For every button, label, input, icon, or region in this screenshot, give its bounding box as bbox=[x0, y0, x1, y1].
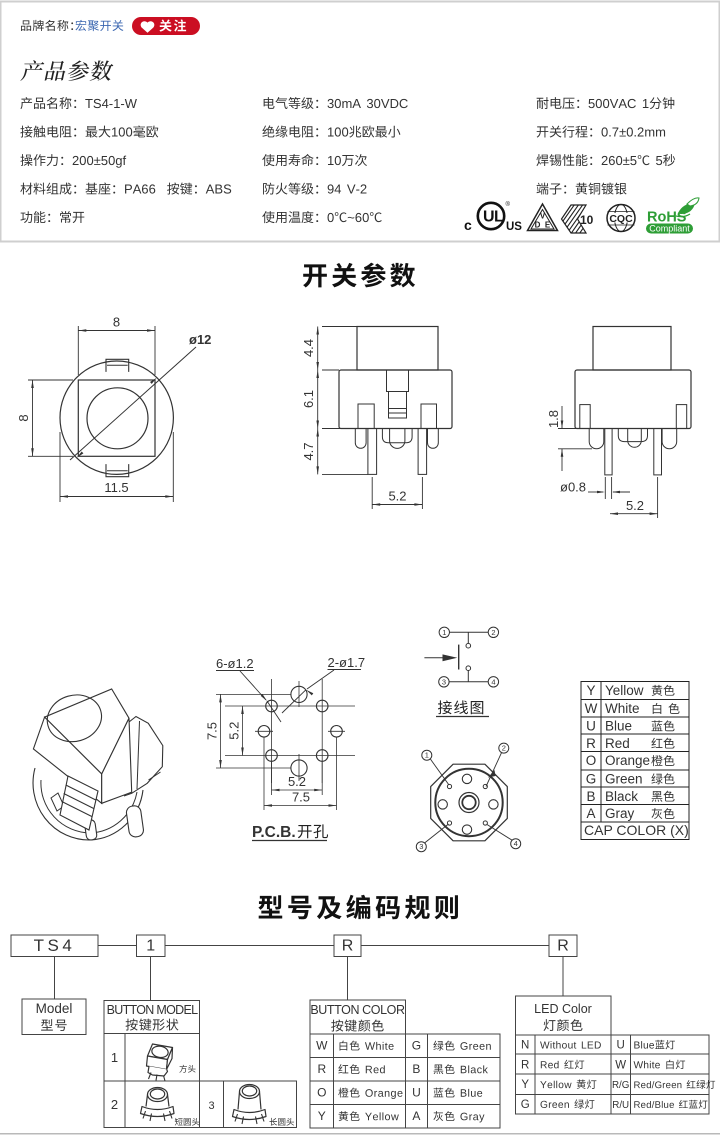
svg-text:8: 8 bbox=[113, 315, 120, 330]
svg-text:5.2: 5.2 bbox=[388, 489, 406, 504]
svg-text:Blue: Blue bbox=[605, 719, 632, 734]
svg-text:ø12: ø12 bbox=[189, 332, 211, 347]
svg-text:B: B bbox=[412, 1062, 420, 1076]
svg-text:Red: Red bbox=[605, 736, 630, 751]
svg-text:4: 4 bbox=[514, 839, 518, 848]
svg-text:White: White bbox=[605, 701, 640, 716]
svg-text:G: G bbox=[521, 1099, 530, 1111]
svg-text:O: O bbox=[317, 1086, 326, 1100]
svg-text:N: N bbox=[521, 1040, 529, 1052]
svg-text:Y: Y bbox=[521, 1079, 529, 1091]
svg-text:Green: Green bbox=[605, 771, 643, 786]
svg-text:10: 10 bbox=[580, 213, 594, 227]
svg-text:2-ø1.7: 2-ø1.7 bbox=[328, 655, 366, 670]
svg-text:Model: Model bbox=[36, 1001, 73, 1016]
svg-text:V: V bbox=[540, 212, 546, 221]
svg-text:RoHS: RoHS bbox=[647, 210, 687, 226]
svg-text:Gray: Gray bbox=[605, 806, 635, 821]
svg-text:TS4: TS4 bbox=[34, 936, 76, 955]
svg-text:D: D bbox=[535, 221, 541, 230]
svg-text:Y: Y bbox=[318, 1109, 326, 1123]
svg-text:R: R bbox=[557, 938, 569, 955]
svg-text:1: 1 bbox=[146, 938, 155, 955]
svg-text:5.2: 5.2 bbox=[288, 774, 306, 789]
svg-text:1: 1 bbox=[442, 628, 446, 637]
svg-text:UL: UL bbox=[483, 209, 504, 226]
svg-text:1: 1 bbox=[425, 751, 429, 760]
svg-text:U: U bbox=[412, 1086, 421, 1100]
svg-text:B: B bbox=[586, 789, 595, 804]
svg-text:LED Color: LED Color bbox=[534, 1002, 592, 1016]
svg-text:R: R bbox=[317, 1062, 326, 1076]
svg-text:A: A bbox=[586, 806, 595, 821]
svg-text:R: R bbox=[586, 736, 596, 751]
svg-text:Black: Black bbox=[605, 789, 638, 804]
svg-text:4.4: 4.4 bbox=[301, 339, 316, 357]
svg-text:c: c bbox=[464, 217, 472, 233]
svg-text:CQC: CQC bbox=[609, 213, 633, 225]
svg-text:Orange: Orange bbox=[605, 753, 650, 768]
svg-text:Compliant: Compliant bbox=[649, 224, 690, 234]
svg-text:G: G bbox=[586, 771, 597, 786]
svg-text:Yellow: Yellow bbox=[605, 683, 644, 698]
svg-text:Y: Y bbox=[586, 683, 595, 698]
svg-text:2: 2 bbox=[491, 628, 495, 637]
svg-text:U: U bbox=[617, 1040, 625, 1052]
svg-text:5.2: 5.2 bbox=[227, 722, 242, 740]
svg-text:®: ® bbox=[506, 201, 511, 208]
svg-text:U: U bbox=[586, 719, 596, 734]
svg-text:1.8: 1.8 bbox=[546, 410, 561, 428]
svg-text:7.5: 7.5 bbox=[205, 722, 220, 740]
svg-text:W: W bbox=[615, 1059, 626, 1071]
svg-text:W: W bbox=[316, 1039, 328, 1053]
svg-text:2: 2 bbox=[502, 744, 506, 753]
svg-text:A: A bbox=[412, 1109, 420, 1123]
svg-text:E: E bbox=[545, 221, 551, 230]
svg-text:W: W bbox=[585, 701, 598, 716]
svg-text:BUTTON COLOR: BUTTON COLOR bbox=[310, 1003, 405, 1017]
svg-text:8: 8 bbox=[16, 414, 31, 421]
svg-text:R: R bbox=[521, 1059, 529, 1071]
svg-text:2: 2 bbox=[111, 1097, 118, 1112]
svg-text:US: US bbox=[506, 221, 522, 233]
svg-text:R/U: R/U bbox=[612, 1100, 629, 1111]
svg-text:CAP COLOR (X): CAP COLOR (X) bbox=[584, 822, 689, 838]
svg-text:3: 3 bbox=[419, 842, 423, 851]
svg-text:ø0.8: ø0.8 bbox=[560, 480, 586, 495]
svg-text:11.5: 11.5 bbox=[104, 480, 128, 495]
svg-text:3: 3 bbox=[442, 677, 446, 686]
svg-text:BUTTON MODEL: BUTTON MODEL bbox=[107, 1003, 198, 1017]
svg-text:4.7: 4.7 bbox=[301, 442, 316, 460]
svg-text:3: 3 bbox=[208, 1100, 214, 1112]
svg-text:7.5: 7.5 bbox=[292, 790, 310, 805]
svg-text:R/G: R/G bbox=[612, 1080, 629, 1091]
svg-text:5.2: 5.2 bbox=[626, 498, 644, 513]
svg-text:6-ø1.2: 6-ø1.2 bbox=[216, 656, 254, 671]
svg-text:O: O bbox=[586, 753, 597, 768]
svg-text:1: 1 bbox=[111, 1050, 118, 1065]
svg-text:4: 4 bbox=[491, 677, 495, 686]
svg-text:G: G bbox=[412, 1039, 421, 1053]
svg-text:R: R bbox=[342, 938, 354, 955]
svg-text:6.1: 6.1 bbox=[301, 390, 316, 408]
svg-text:P.C.B.: P.C.B. bbox=[252, 824, 296, 841]
